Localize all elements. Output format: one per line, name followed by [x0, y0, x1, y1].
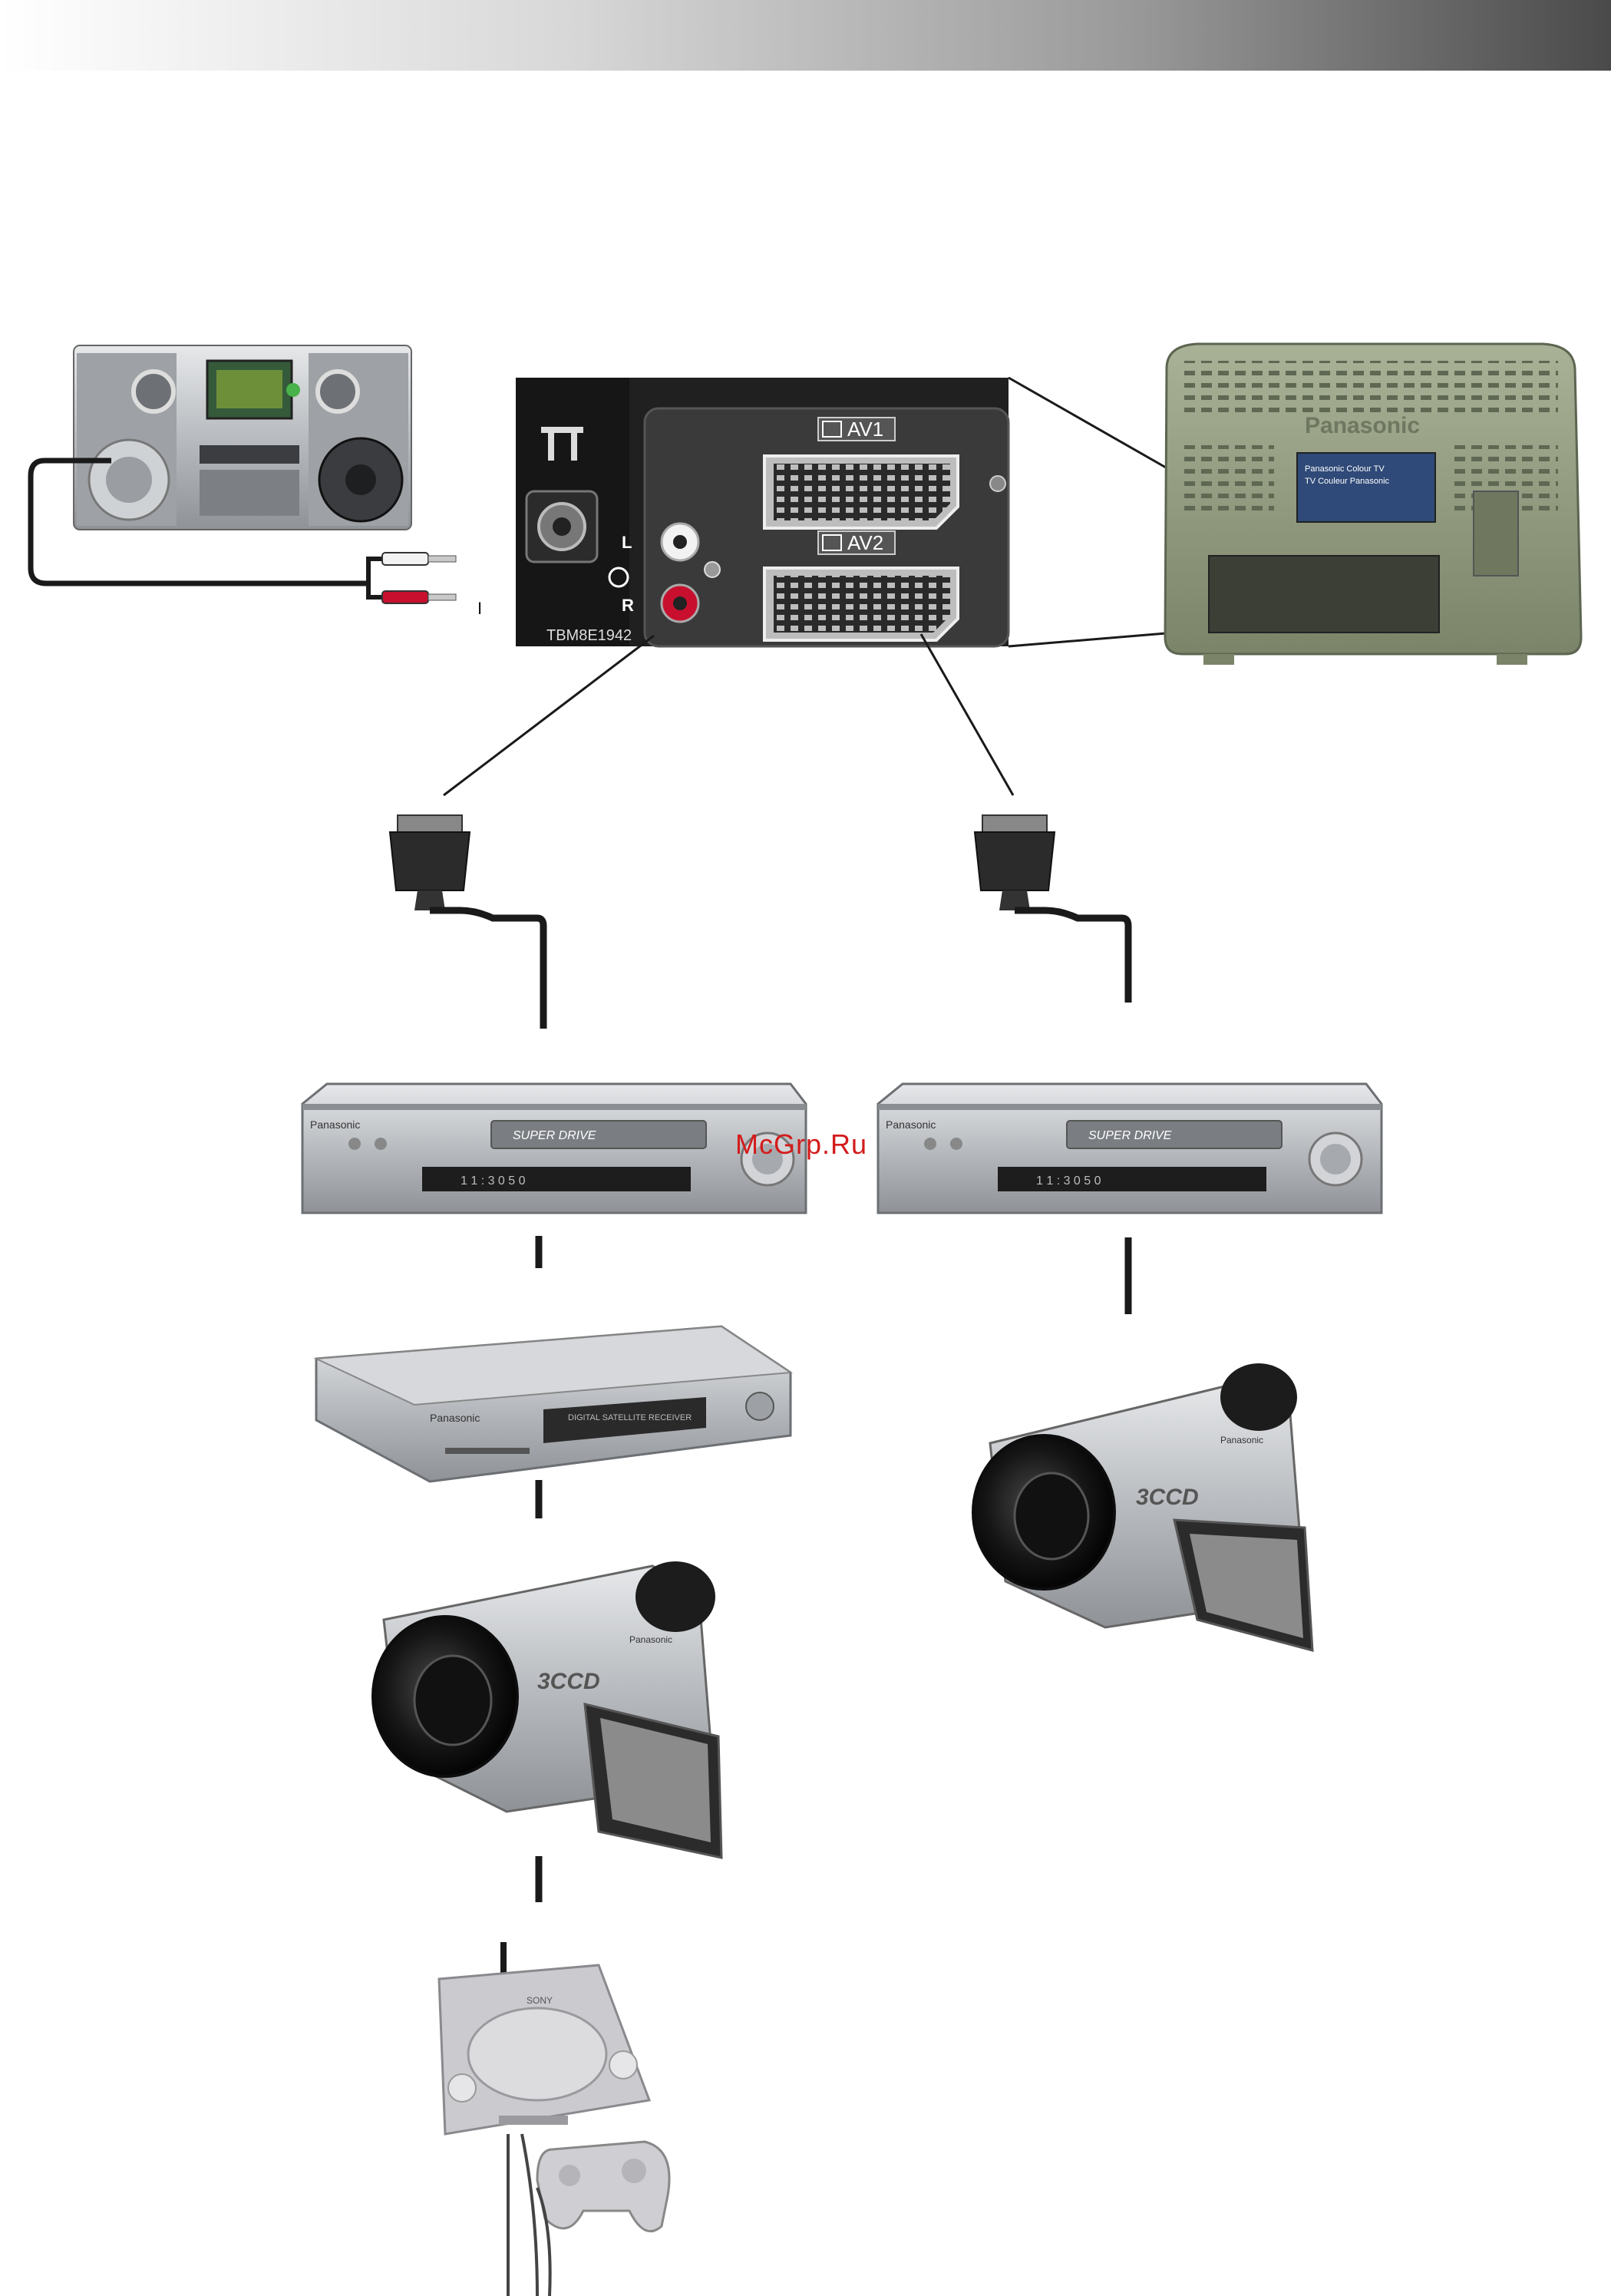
svg-text:Panasonic: Panasonic — [629, 1634, 672, 1645]
tv-connector-panel: L R AV1 AV2 TBM8E1942 — [516, 378, 1009, 646]
game-console: SONY — [439, 1965, 649, 2134]
tv-rating-sticker — [1297, 453, 1435, 522]
svg-text:Panasonic: Panasonic — [886, 1118, 936, 1131]
camcorder-right: 3CCD Panasonic — [973, 1363, 1312, 1650]
svg-text:1 1 : 3 0 5 0: 1 1 : 3 0 5 0 — [461, 1174, 526, 1188]
tv-brand-emboss: Panasonic — [1305, 413, 1420, 438]
tv-rear-connector-area — [1209, 556, 1439, 633]
scart-plug-left — [390, 815, 543, 1029]
audio-left-label: L — [622, 533, 632, 552]
audio-right-label: R — [622, 596, 634, 615]
svg-text:3CCD: 3CCD — [1136, 1485, 1199, 1510]
rca-plug-white — [382, 553, 456, 565]
av1-label: AV1 — [847, 418, 883, 441]
camcorder-left: 3CCD Panasonic — [373, 1561, 721, 1858]
watermark: McGrp.Ru — [735, 1128, 867, 1161]
cable-mark: I — [477, 599, 482, 618]
svg-text:Panasonic: Panasonic — [430, 1412, 480, 1424]
svg-text:3CCD: 3CCD — [537, 1669, 600, 1694]
svg-text:Panasonic Colour TV: Panasonic Colour TV — [1305, 464, 1385, 474]
svg-text:Panasonic: Panasonic — [1220, 1435, 1263, 1445]
rca-plug-red — [382, 591, 456, 603]
svg-text:DIGITAL SATELLITE RECEIVER: DIGITAL SATELLITE RECEIVER — [568, 1413, 692, 1422]
vcr-left: SUPER DRIVE Panasonic 1 1 : 3 0 5 0 — [302, 1084, 806, 1213]
av2-label: AV2 — [847, 531, 883, 554]
panel-model-label: TBM8E1942 — [546, 627, 632, 644]
scart-plug-right — [975, 815, 1128, 1003]
svg-text:SUPER DRIVE: SUPER DRIVE — [513, 1129, 596, 1142]
game-controller — [537, 2142, 669, 2232]
hifi-stereo-system — [74, 345, 411, 530]
tv-rear-view: Panasonic Colour TV TV Couleur Panasonic… — [1165, 344, 1581, 665]
satellite-receiver: DIGITAL SATELLITE RECEIVER Panasonic — [316, 1326, 791, 1482]
svg-text:Panasonic: Panasonic — [310, 1118, 360, 1131]
svg-text:1 1 : 3 0 5 0: 1 1 : 3 0 5 0 — [1036, 1174, 1101, 1188]
svg-text:TV Couleur Panasonic: TV Couleur Panasonic — [1305, 477, 1390, 486]
pointer-line-av1 — [444, 636, 654, 795]
vcr-right: SUPER DRIVE Panasonic 1 1 : 3 0 5 0 — [878, 1084, 1382, 1213]
svg-text:SONY: SONY — [527, 1995, 553, 2006]
pointer-line-av2 — [921, 634, 1013, 795]
svg-text:SUPER DRIVE: SUPER DRIVE — [1088, 1129, 1172, 1142]
